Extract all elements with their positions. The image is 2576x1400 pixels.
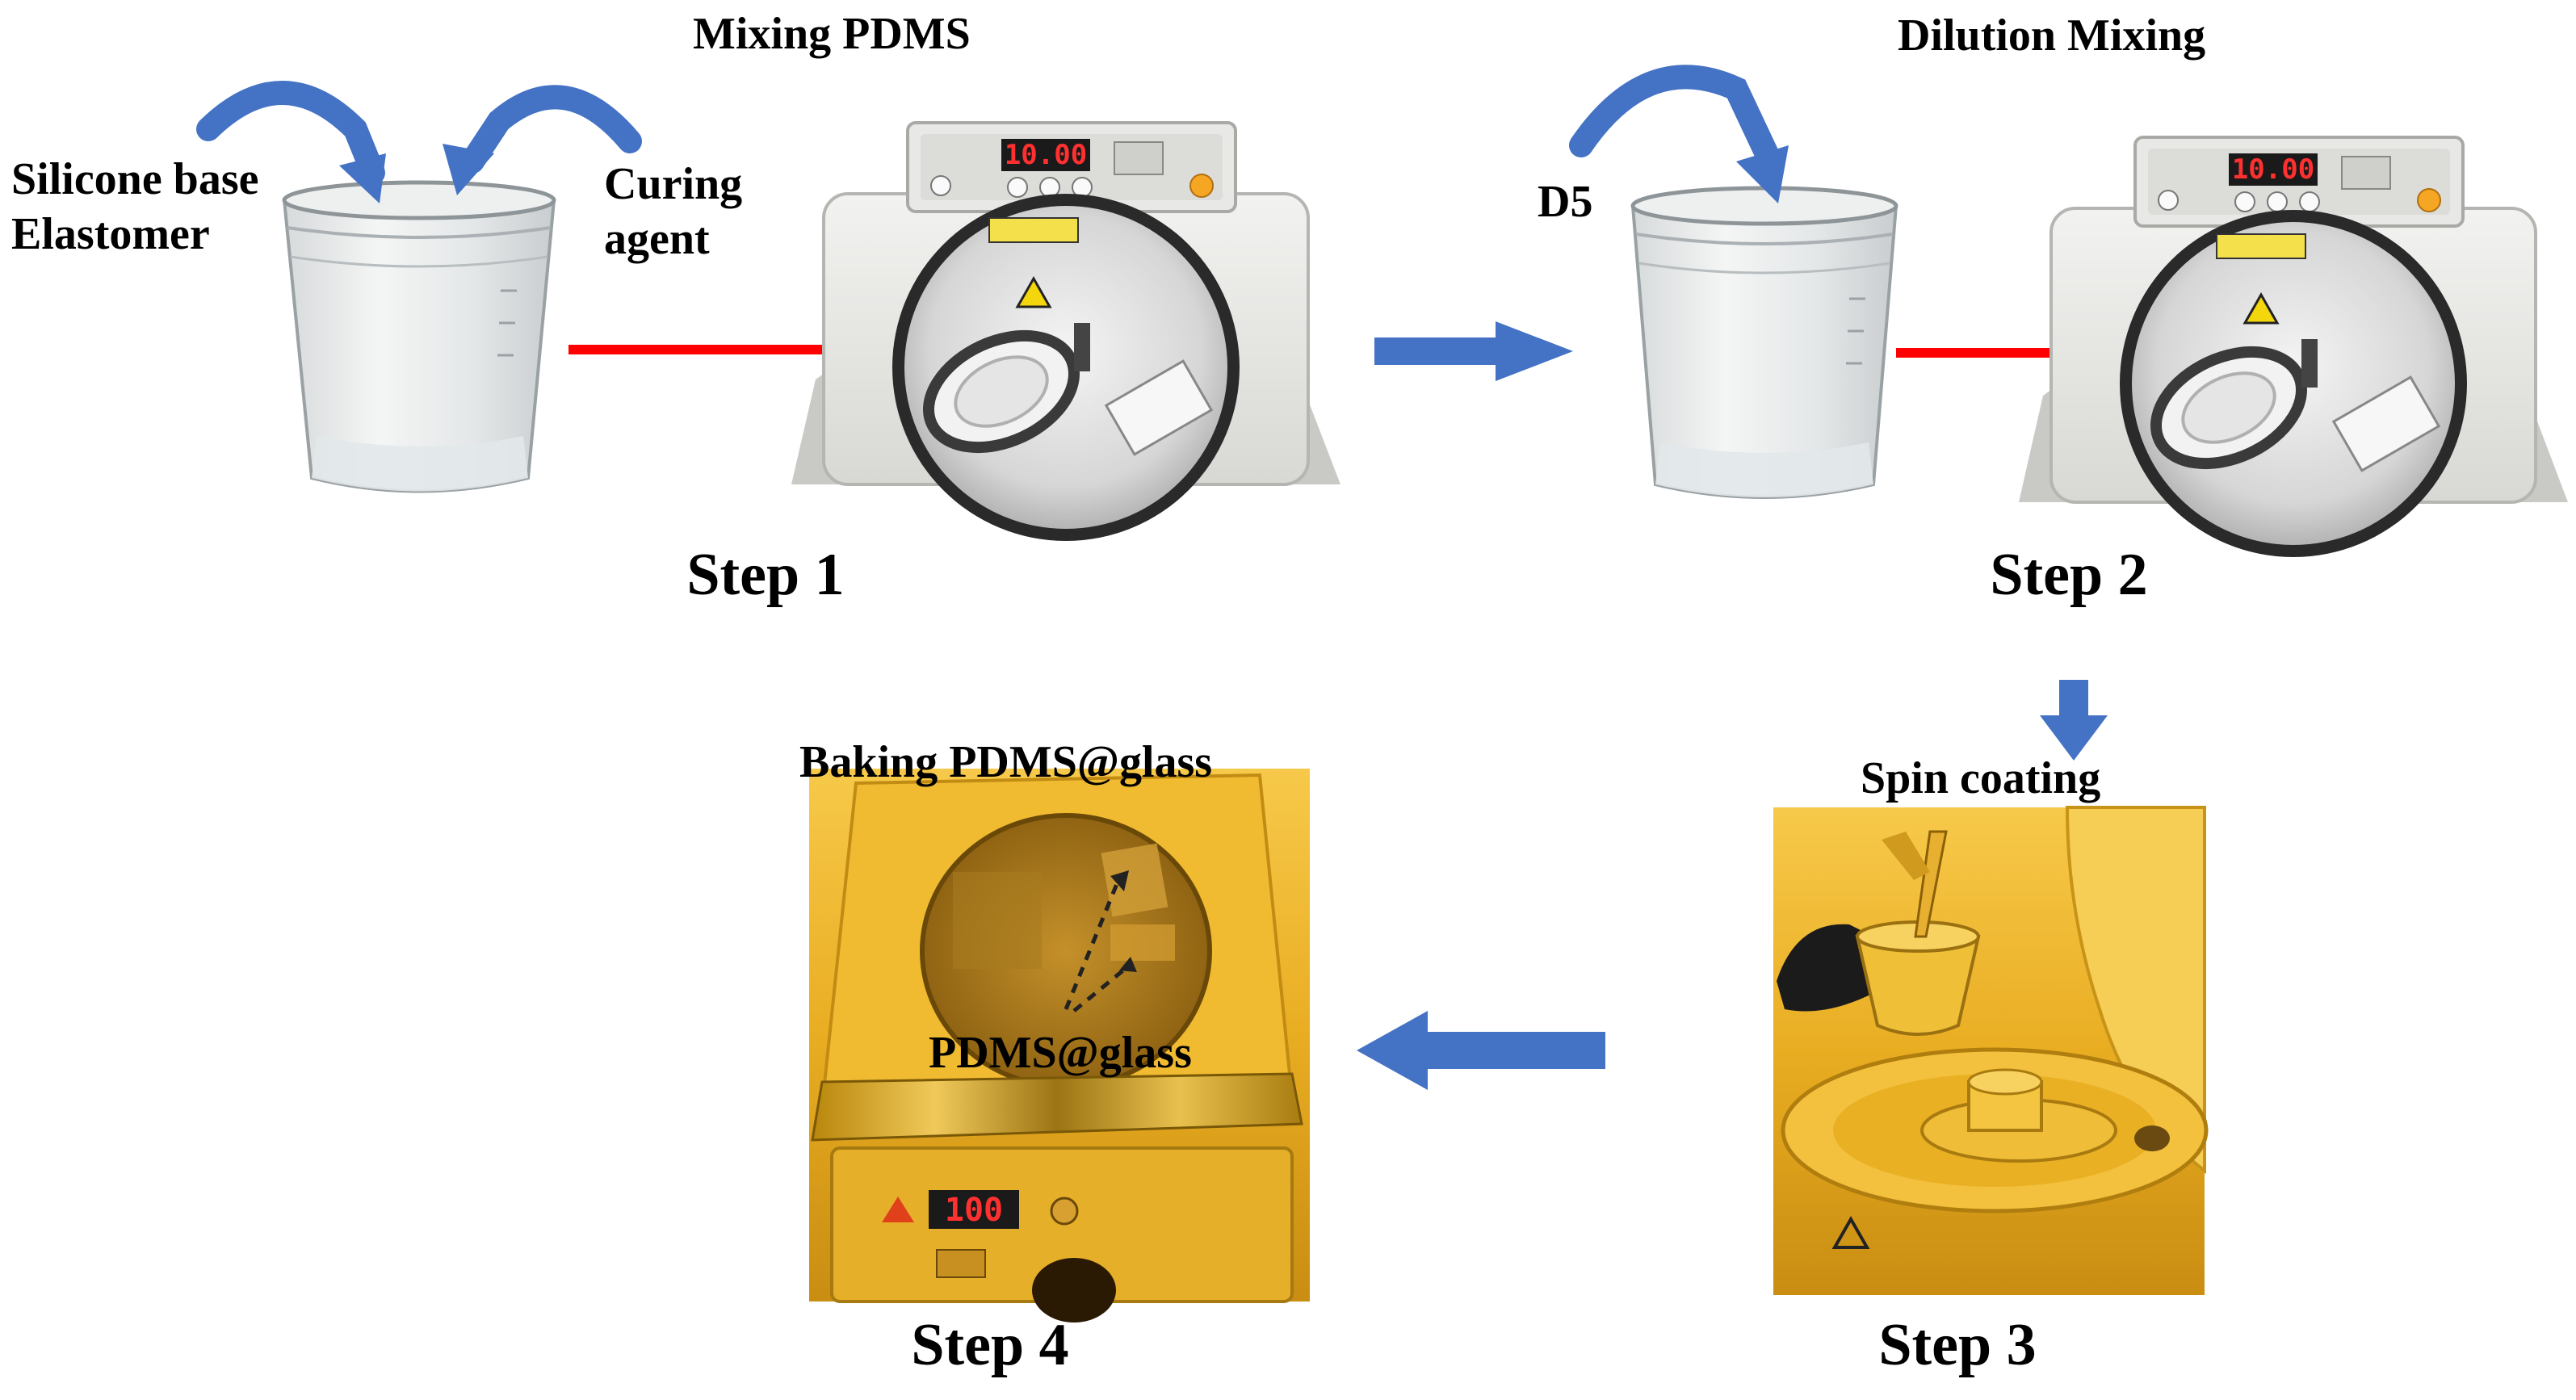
spin-coater-photo (1773, 806, 2209, 1295)
mixer2-display: 10.00 (2232, 153, 2314, 186)
step-2-label: Step 2 (1990, 542, 2148, 608)
step-4-label: Step 4 (911, 1312, 1069, 1378)
label-agent: agent (604, 214, 710, 264)
mixer-machine-1: 10.00 (791, 121, 1340, 541)
cup-silicone-curing (282, 180, 556, 493)
hotplate-display: 100 (945, 1192, 1003, 1229)
blue-arrow-right (1374, 321, 1573, 381)
red-arrow-1 (568, 333, 861, 366)
curved-arrow-silicone (196, 81, 386, 203)
label-curing: Curing (604, 159, 743, 209)
label-dilution-mixing: Dilution Mixing (1898, 10, 2206, 61)
curved-arrow-d5 (1569, 65, 1789, 203)
label-pdms-glass: PDMS@glass (929, 1028, 1192, 1078)
mixer1-display: 10.00 (1005, 139, 1087, 171)
mixer-machine-2: 10.00 (2019, 136, 2568, 557)
step-3-label: Step 3 (1878, 1312, 2037, 1378)
label-d5: D5 (1538, 177, 1593, 227)
curved-arrow-curing (443, 85, 642, 195)
label-elastomer: Elastomer (11, 209, 210, 259)
cup-d5 (1630, 186, 1898, 499)
label-baking: Baking PDMS@glass (799, 737, 1213, 787)
step-1-label: Step 1 (686, 542, 845, 608)
label-spin-coating: Spin coating (1861, 753, 2101, 803)
hotplate-photo: 100 (809, 769, 1310, 1322)
blue-arrow-down (2040, 680, 2108, 761)
blue-arrow-left (1357, 1011, 1605, 1090)
label-mixing-pdms: Mixing PDMS (693, 9, 971, 59)
label-silicone-base: Silicone base (11, 154, 259, 204)
